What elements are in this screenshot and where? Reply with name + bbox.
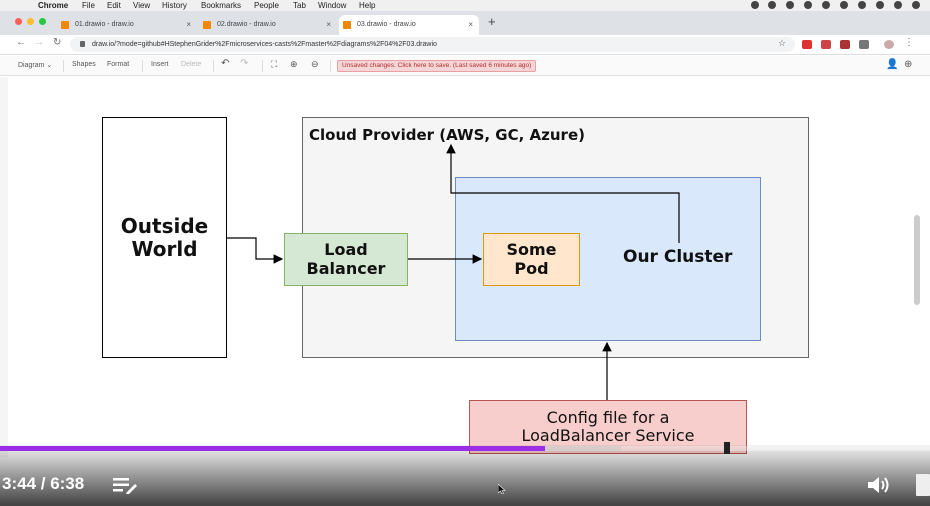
- new-tab-icon[interactable]: +: [488, 14, 496, 29]
- menu-window[interactable]: Window: [318, 1, 347, 10]
- extension-icon[interactable]: [859, 40, 869, 49]
- drawio-toolbar: Diagram ⌄ Shapes Format Insert Delete ↶ …: [0, 56, 930, 76]
- browser-tab-strip: 01.drawio - draw.io × 02.drawio - draw.i…: [0, 11, 930, 35]
- tab-label: 03.drawio - draw.io: [357, 21, 416, 28]
- minimize-window-icon[interactable]: [27, 18, 34, 25]
- toolbar-divider: [330, 60, 331, 72]
- some-pod-label: Some Pod: [506, 240, 557, 278]
- forward-icon[interactable]: →: [34, 37, 44, 48]
- delete-button[interactable]: Delete: [181, 61, 202, 68]
- close-tab-icon[interactable]: ×: [326, 20, 331, 29]
- drawio-favicon-icon: [61, 21, 69, 29]
- zoom-out-icon[interactable]: ⊖: [311, 59, 319, 69]
- left-gutter: [0, 77, 8, 457]
- video-controls-overlay: [0, 445, 930, 506]
- chrome-menu-icon[interactable]: ⋮: [904, 37, 914, 48]
- toolbar-divider: [142, 60, 143, 72]
- diagram-menu-button[interactable]: Diagram ⌄: [18, 62, 53, 69]
- lock-icon: [80, 41, 85, 47]
- volume-icon[interactable]: [866, 474, 892, 496]
- maximize-window-icon[interactable]: [39, 18, 46, 25]
- menu-app-name[interactable]: Chrome: [38, 1, 69, 10]
- tray-icon[interactable]: [858, 1, 866, 9]
- url-field[interactable]: draw.io/?mode=github#HStephenGrider%2Fmi…: [70, 37, 795, 52]
- profile-avatar[interactable]: [884, 40, 894, 49]
- extension-icon[interactable]: [802, 40, 812, 49]
- load-balancer-box[interactable]: Load Balancer: [284, 233, 408, 286]
- reload-icon[interactable]: ↻: [53, 37, 62, 48]
- close-tab-icon[interactable]: ×: [468, 20, 473, 29]
- drawio-favicon-icon: [343, 21, 351, 29]
- notification-icon[interactable]: [912, 1, 920, 9]
- extension-icon[interactable]: [821, 40, 831, 49]
- config-file-label: Config file for a LoadBalancer Service: [521, 407, 695, 445]
- diagram-canvas[interactable]: Cloud Provider (AWS, GC, Azure) Our Clus…: [8, 77, 922, 457]
- toolbar-divider: [63, 60, 64, 72]
- menu-tab[interactable]: Tab: [293, 1, 306, 10]
- outside-world-label: Outside World: [120, 213, 209, 261]
- bookmark-star-icon[interactable]: ☆: [778, 38, 787, 48]
- sidebar-toggle-icon[interactable]: [916, 474, 930, 496]
- some-pod-box[interactable]: Some Pod: [483, 233, 580, 286]
- wifi-icon[interactable]: [822, 1, 830, 9]
- load-balancer-label: Load Balancer: [306, 240, 386, 278]
- tray-icon[interactable]: [768, 1, 776, 9]
- back-icon[interactable]: ←: [16, 37, 26, 48]
- glasses-icon[interactable]: [786, 1, 794, 9]
- tray-icon[interactable]: [804, 1, 812, 9]
- insert-button[interactable]: Insert: [151, 61, 169, 68]
- undo-icon[interactable]: ↶: [221, 58, 230, 69]
- video-progress-fill[interactable]: [0, 446, 545, 451]
- shapes-button[interactable]: Shapes: [72, 61, 96, 68]
- outside-world-box[interactable]: Outside World: [102, 117, 227, 358]
- zoom-in-icon[interactable]: ⊕: [290, 59, 298, 69]
- tab-label: 02.drawio - draw.io: [217, 21, 276, 28]
- battery-icon[interactable]: [840, 1, 848, 9]
- menu-bookmarks[interactable]: Bookmarks: [201, 1, 242, 10]
- mouse-cursor-icon: [498, 484, 506, 494]
- connector-layer: [227, 143, 680, 400]
- redo-icon[interactable]: ↷: [240, 58, 249, 69]
- format-button[interactable]: Format: [107, 61, 130, 68]
- search-icon[interactable]: [876, 1, 884, 9]
- scrub-handle[interactable]: [724, 442, 730, 454]
- menu-edit[interactable]: Edit: [107, 1, 121, 10]
- tab-02-drawio[interactable]: 02.drawio - draw.io ×: [199, 15, 337, 35]
- vertical-scrollbar[interactable]: [914, 215, 920, 305]
- mac-menu-bar: Chrome File Edit View History Bookmarks …: [0, 0, 930, 11]
- tab-03-drawio[interactable]: 03.drawio - draw.io ×: [339, 15, 479, 35]
- cluster-label: Our Cluster: [623, 247, 733, 267]
- menu-help[interactable]: Help: [359, 1, 376, 10]
- menu-view[interactable]: View: [133, 1, 151, 10]
- drawio-favicon-icon: [203, 21, 211, 29]
- menu-file[interactable]: File: [82, 1, 95, 10]
- unsaved-changes-notice[interactable]: Unsaved changes. Click here to save. (La…: [337, 60, 537, 72]
- tab-label: 01.drawio - draw.io: [75, 21, 134, 28]
- menu-people[interactable]: People: [254, 1, 279, 10]
- dropbox-icon[interactable]: [751, 1, 759, 9]
- url-text: draw.io/?mode=github#HStephenGrider%2Fmi…: [92, 41, 437, 48]
- cloud-provider-label: Cloud Provider (AWS, GC, Azure): [309, 126, 585, 144]
- video-time-display: 3:44 / 6:38: [2, 474, 85, 493]
- close-window-icon[interactable]: [15, 18, 22, 25]
- transcript-icon[interactable]: [113, 476, 137, 494]
- outside-to-lb-arrow[interactable]: [227, 237, 284, 264]
- address-bar-row: ← → ↻ draw.io/?mode=github#HStephenGride…: [0, 35, 930, 55]
- language-globe-icon[interactable]: ⊕: [904, 59, 913, 70]
- close-tab-icon[interactable]: ×: [186, 20, 191, 29]
- toolbar-divider: [262, 60, 263, 72]
- extension-icon[interactable]: [840, 40, 850, 49]
- fullscreen-icon[interactable]: ⛶: [271, 59, 278, 69]
- menu-history[interactable]: History: [162, 1, 187, 10]
- toolbar-divider: [213, 60, 214, 72]
- siri-icon[interactable]: [894, 1, 902, 9]
- cluster-to-cloud-arrow[interactable]: [446, 143, 680, 243]
- tab-01-drawio[interactable]: 01.drawio - draw.io ×: [57, 15, 197, 35]
- diagram-label: Diagram: [18, 62, 45, 69]
- user-icon[interactable]: 👤: [886, 59, 899, 70]
